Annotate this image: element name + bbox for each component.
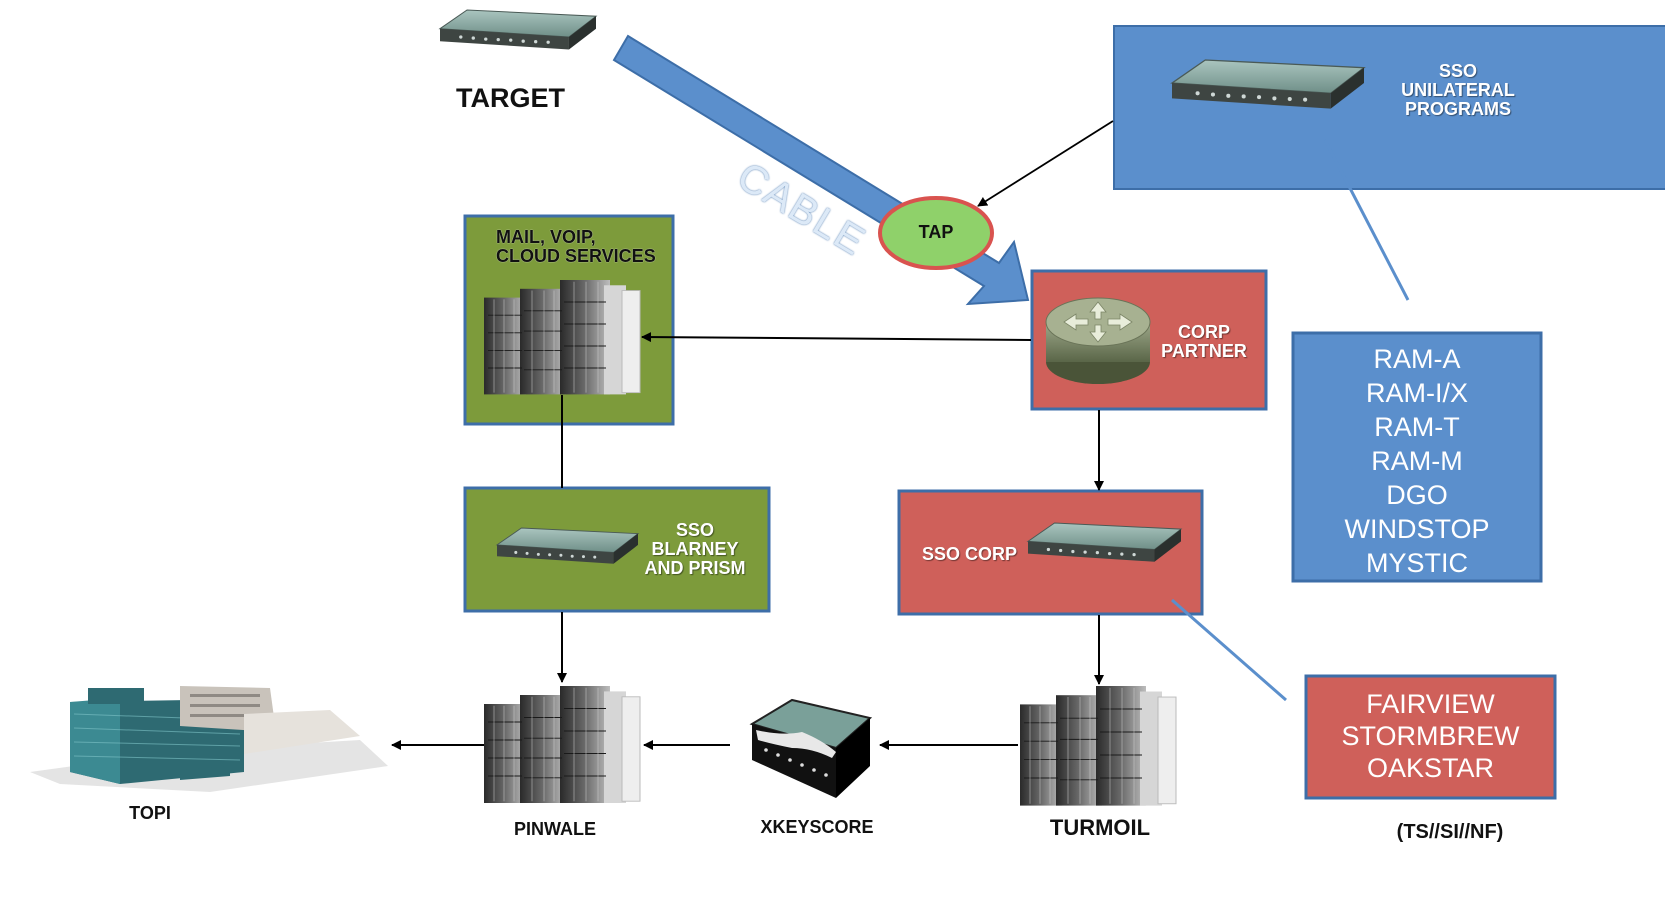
- program-item: WINDSTOP: [1344, 514, 1490, 544]
- sso-unilateral-box: [1113, 25, 1665, 190]
- router-icon: [1045, 297, 1151, 384]
- program-item: DGO: [1386, 480, 1448, 510]
- topi-label: TOPI: [129, 803, 171, 823]
- xkeyscore-label: XKEYSCORE: [760, 817, 874, 837]
- turmoil-label: TURMOIL: [1049, 815, 1151, 840]
- corp-programs-box: [1304, 674, 1557, 800]
- tap-ellipse: [878, 196, 994, 270]
- classification-label: (TS//SI//NF): [1396, 821, 1504, 843]
- xkeyscore-appliance-icon: [749, 698, 873, 798]
- pinwale-server-rack-icon: [483, 685, 641, 804]
- target-appliance-icon: [439, 9, 597, 51]
- sso-corp-label: SSO CORP: [922, 544, 1018, 564]
- unilateral-programs-list: RAM-A RAM-I/X RAM-T RAM-M DGO WINDSTOP M…: [1293, 342, 1541, 580]
- turmoil-server-rack-icon: [1019, 685, 1177, 807]
- program-item: RAM-A: [1373, 344, 1461, 374]
- program-item: OAKSTAR: [1366, 753, 1495, 783]
- mail-voip-label: MAIL, VOIP, CLOUD SERVICES: [496, 227, 656, 266]
- building-icon: [30, 686, 388, 792]
- tap-label: TAP: [918, 222, 954, 242]
- arrow-corp-to-mail: [641, 332, 1032, 343]
- sso-unilateral-label: SSO UNILATERAL PROGRAMS: [1401, 61, 1515, 119]
- unilateral-callout-line: [1323, 139, 1410, 301]
- sso-blarney-label: SSO BLARNEY AND PRISM: [644, 520, 746, 578]
- program-item: FAIRVIEW: [1366, 689, 1495, 719]
- corp-programs-list: FAIRVIEW STORMBREW OAKSTAR: [1306, 688, 1555, 784]
- arrow-unilateral-to-tap: [977, 120, 1114, 207]
- target-label: TARGET: [456, 83, 565, 113]
- corp-partner-label: CORP PARTNER: [1161, 322, 1247, 361]
- program-item: RAM-T: [1374, 412, 1460, 442]
- program-item: STORMBREW: [1341, 721, 1520, 751]
- pinwale-label: PINWALE: [513, 819, 596, 839]
- corp-callout-line: [1171, 598, 1287, 702]
- program-item: MYSTIC: [1365, 548, 1468, 578]
- program-item: RAM-I/X: [1365, 378, 1468, 408]
- unilateral-programs-box: [1291, 331, 1543, 583]
- program-item: RAM-M: [1371, 446, 1463, 476]
